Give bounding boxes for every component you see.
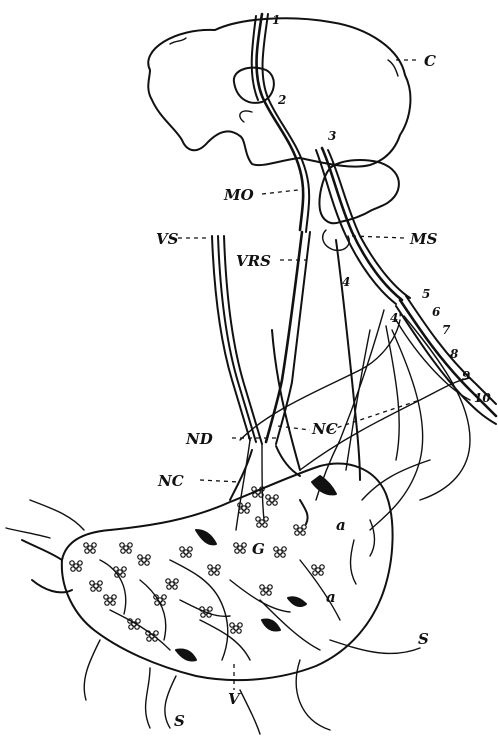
ganglion-cluster: [234, 543, 246, 553]
ganglion-cluster: [260, 585, 272, 595]
label-NC-left: NC: [157, 472, 184, 490]
label-10: 10: [474, 391, 491, 405]
label-7: 7: [442, 323, 451, 337]
ganglion-cluster: [256, 517, 268, 527]
label-S-right: S: [418, 630, 429, 648]
vagus-nerves: [212, 232, 470, 530]
ganglion-cluster: [208, 565, 220, 575]
label-G: G: [252, 540, 265, 558]
brainstem-tracts: [252, 14, 496, 424]
label-VS: VS: [156, 230, 179, 248]
label-9: 9: [462, 369, 471, 383]
label-C: C: [424, 52, 436, 70]
ganglion-cluster: [180, 547, 192, 557]
ganglion-cluster: [90, 581, 102, 591]
ganglion-cluster: [274, 547, 286, 557]
ganglion-cluster: [146, 631, 158, 641]
label-VRS: VRS: [236, 252, 271, 270]
label-1: 1: [272, 13, 280, 27]
label-V: V: [228, 690, 241, 708]
ganglion-cluster: [312, 565, 324, 575]
label-MO: MO: [223, 186, 254, 204]
ganglion-cluster: [120, 543, 132, 553]
stomach: [6, 446, 393, 680]
label-4-prime: 4': [390, 311, 402, 325]
ganglion-cluster: [294, 525, 306, 535]
label-NC-right: NC: [311, 420, 338, 438]
label-8: 8: [450, 347, 459, 361]
ganglion-cluster: [266, 495, 278, 505]
ganglion-cluster: [230, 623, 242, 633]
label-3: 3: [328, 129, 336, 143]
ganglion-cluster: [84, 543, 96, 553]
ganglion-cluster: [104, 595, 116, 605]
label-5: 5: [422, 287, 430, 301]
ganglion-cluster: [138, 555, 150, 565]
ganglion-cluster: [70, 561, 82, 571]
label-6: 6: [432, 305, 441, 319]
label-a-upper: a: [336, 516, 346, 534]
label-S-bottom: S: [174, 712, 185, 730]
label-MS: MS: [409, 230, 438, 248]
label-ND: ND: [185, 430, 213, 448]
label-2: 2: [277, 93, 286, 107]
label-a-lower: a: [326, 588, 336, 606]
label-4: 4: [342, 275, 350, 289]
ganglion-cluster: [166, 579, 178, 589]
